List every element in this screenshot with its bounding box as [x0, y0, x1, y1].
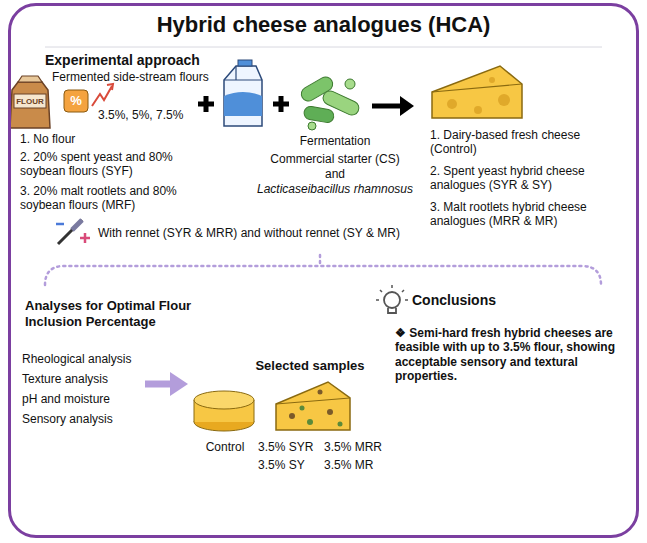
section-heading: Selected samples: [245, 358, 375, 374]
bacteria-icon: [299, 74, 361, 130]
title-rule: [45, 47, 602, 48]
section-heading: Experimental approach: [45, 52, 265, 69]
list-item: 2. Spent yeast hybrid cheese analogues (…: [430, 164, 625, 193]
hybrid-cheese-icon: [276, 382, 350, 430]
plus-sign: [198, 96, 214, 112]
lightbulb-icon: [376, 285, 408, 313]
group-heading: Fermentation: [285, 134, 385, 148]
list-item: 3. 20% malt rootlets and 80% soybean flo…: [20, 184, 195, 213]
list-item: Sensory analysis: [22, 412, 142, 426]
milk-carton-icon: [224, 60, 262, 126]
list-item: 1. No flour: [20, 132, 195, 146]
conclusion-text: ❖ Semi-hard fresh hybrid cheeses are fea…: [395, 326, 623, 384]
flour-bag-icon: [10, 76, 50, 128]
cheese-icon: [432, 66, 522, 118]
note: and: [255, 167, 415, 181]
section-heading: Analyses for Optimal Flour Inclusion Per…: [25, 298, 210, 329]
sample-label: 3.5% SYR: [258, 440, 320, 454]
sample-label: 3.5% SY: [258, 458, 320, 472]
list-item: Rheological analysis: [22, 352, 152, 366]
group-heading: Fermented side-stream flours: [52, 70, 252, 84]
list-item: pH and moisture: [22, 392, 142, 406]
list-item: 3. Malt rootlets hybrid cheese analogues…: [430, 200, 625, 229]
note: With rennet (SYR & MRR) and without renn…: [98, 226, 428, 240]
percent-icon: [64, 84, 113, 112]
species-name: Lacticaseibacillus rhamnosus: [245, 182, 425, 196]
icon-text: FLOUR: [13, 97, 47, 107]
sample-label: Control: [190, 440, 260, 454]
analysis-arrow: [145, 372, 188, 396]
sample-label: 3.5% MR: [324, 458, 394, 472]
process-arrow: [372, 96, 414, 116]
section-heading: Conclusions: [412, 292, 562, 309]
note: Commercial starter (CS): [255, 152, 415, 166]
list-item: 1. Dairy-based fresh cheese (Control): [430, 128, 625, 157]
dotted-divider: [45, 255, 601, 285]
diagram-title: Hybrid cheese analogues (HCA): [11, 12, 636, 38]
sample-label: 3.5% MRR: [324, 440, 394, 454]
rennet-icon: [56, 220, 90, 244]
control-cheese-icon: [194, 391, 254, 431]
list-item: 2. 20% spent yeast and 80% soybean flour…: [20, 150, 195, 179]
plus-sign: [273, 96, 289, 112]
list-item: Texture analysis: [22, 372, 142, 386]
value-label: 3.5%, 5%, 7.5%: [98, 108, 208, 122]
icon-text: %: [64, 93, 88, 109]
